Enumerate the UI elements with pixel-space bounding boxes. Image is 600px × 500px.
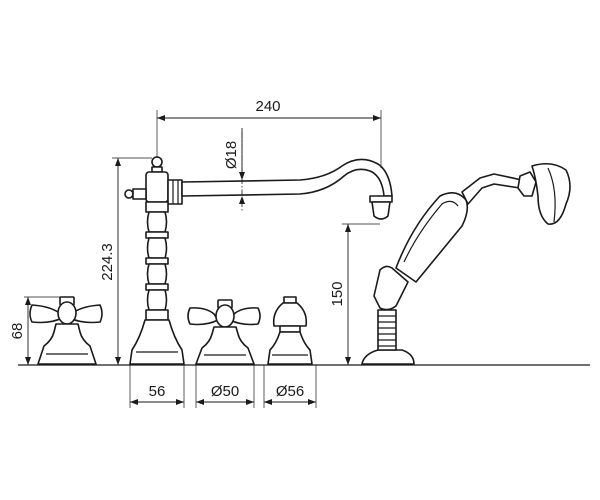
center-cross-handle-valve: [187, 299, 261, 365]
dimension-diverter-diameter: Ø56: [263, 365, 317, 408]
dimension-valve-diameter: Ø50: [195, 365, 255, 408]
dim-label-spout-diameter: Ø18: [223, 141, 240, 169]
diverter-knob: [267, 296, 313, 365]
dim-label-column-base-width: 56: [149, 383, 166, 400]
dimension-spout-diameter: Ø18: [223, 128, 245, 204]
dimension-shower-holder-height: 150: [329, 223, 380, 365]
dimension-handle-height: 68: [9, 296, 60, 365]
dim-label-diverter-diameter: Ø56: [276, 383, 304, 400]
dim-label-shower-holder-height: 150: [329, 281, 346, 306]
dimension-column-height: 224.3: [99, 157, 152, 365]
dim-label-handle-height: 68: [9, 323, 26, 340]
main-spout-column: [124, 156, 393, 365]
dim-label-spout-reach: 240: [255, 98, 280, 115]
dimension-column-base-width: 56: [129, 365, 185, 408]
dimension-spout-reach: 240: [156, 98, 382, 168]
dim-label-valve-diameter: Ø50: [211, 383, 239, 400]
left-cross-handle-valve: [29, 296, 103, 365]
dim-label-column-height: 224.3: [99, 243, 116, 281]
hand-shower-assembly: [361, 162, 571, 365]
